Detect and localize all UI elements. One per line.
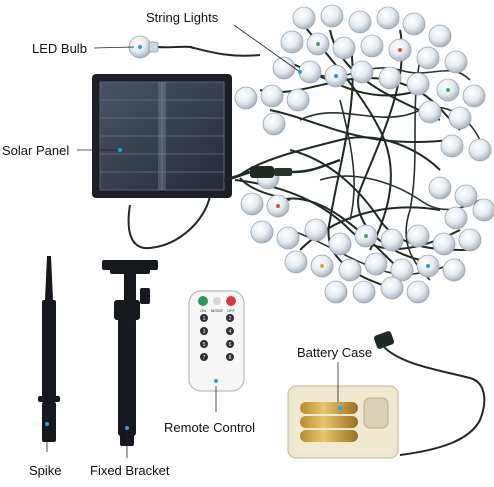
led-bulb: [128, 35, 193, 59]
solar-panel: [92, 74, 341, 250]
label-remote-control: Remote Control: [164, 420, 256, 435]
bulb-led-dots: [276, 42, 450, 268]
battery-case: [287, 331, 486, 459]
spike-stake: [38, 256, 60, 442]
label-battery-case: Battery Case: [297, 345, 373, 360]
label-leader-dots: [118, 70, 302, 152]
label-string-lights: String Lights: [146, 10, 219, 25]
remote-control: [188, 290, 245, 392]
label-solar-panel: Solar Panel: [2, 143, 70, 158]
label-led-bulb: LED Bulb: [32, 41, 87, 56]
label-fixed-bracket: Fixed Bracket: [90, 463, 170, 478]
label-leader-lines: [46, 24, 339, 458]
label-spike: Spike: [29, 463, 62, 478]
string-light-bulbs: [234, 4, 494, 304]
fixed-bracket: [102, 260, 158, 446]
